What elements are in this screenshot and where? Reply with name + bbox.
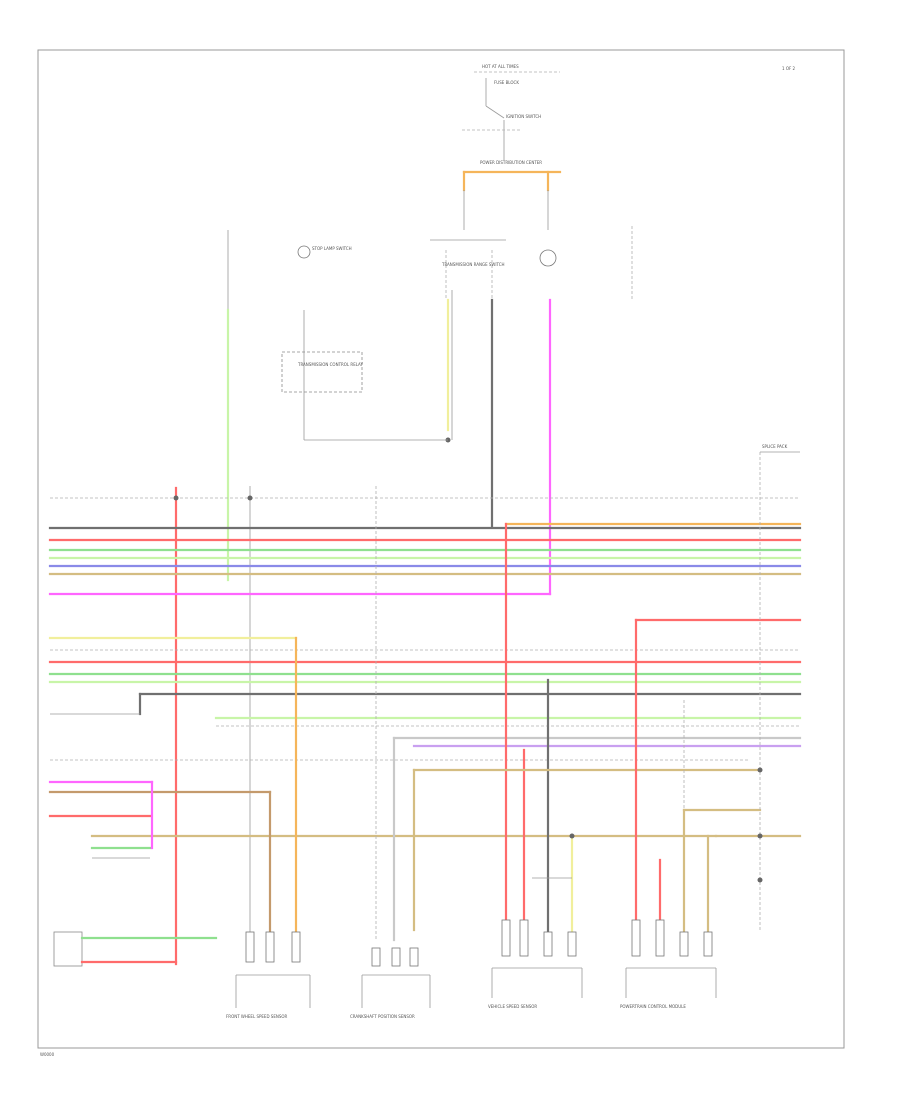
drops xyxy=(150,451,802,942)
component-label-8: CRANKSHAFT POSITION SENSOR xyxy=(350,1014,415,1019)
component-label-2: IGNITION SWITCH xyxy=(506,114,541,119)
component-label-4: STOP LAMP SWITCH xyxy=(312,246,352,251)
component-label-9: VEHICLE SPEED SENSOR xyxy=(488,1004,537,1009)
component-label-7: FRONT WHEEL SPEED SENSOR xyxy=(226,1014,288,1019)
switch-group xyxy=(281,245,493,443)
component-label-5: TRANSMISSION RANGE SWITCH xyxy=(441,262,505,267)
component-label-11: SPLICE PACK xyxy=(762,444,788,449)
wire-bus xyxy=(48,497,802,859)
diagram-frame xyxy=(37,49,845,1049)
bottom-connectors xyxy=(235,919,717,1008)
component-label-3: POWER DISTRIBUTION CENTER xyxy=(480,160,542,165)
risers xyxy=(174,230,552,966)
footer-code: W0000 xyxy=(40,1052,55,1057)
component-label-6: TRANSMISSION CONTROL RELAY xyxy=(297,362,363,367)
power-feed-group xyxy=(430,71,633,300)
component-label-10: POWERTRAIN CONTROL MODULE xyxy=(620,1004,686,1009)
component-label-0: HOT AT ALL TIMES xyxy=(482,64,519,69)
page-label: 1 OF 2 xyxy=(782,66,796,71)
component-labels: HOT AT ALL TIMES FUSE BLOCK IGNITION SWI… xyxy=(226,64,788,1019)
component-label-1: FUSE BLOCK xyxy=(494,80,519,85)
left-module xyxy=(53,931,218,967)
